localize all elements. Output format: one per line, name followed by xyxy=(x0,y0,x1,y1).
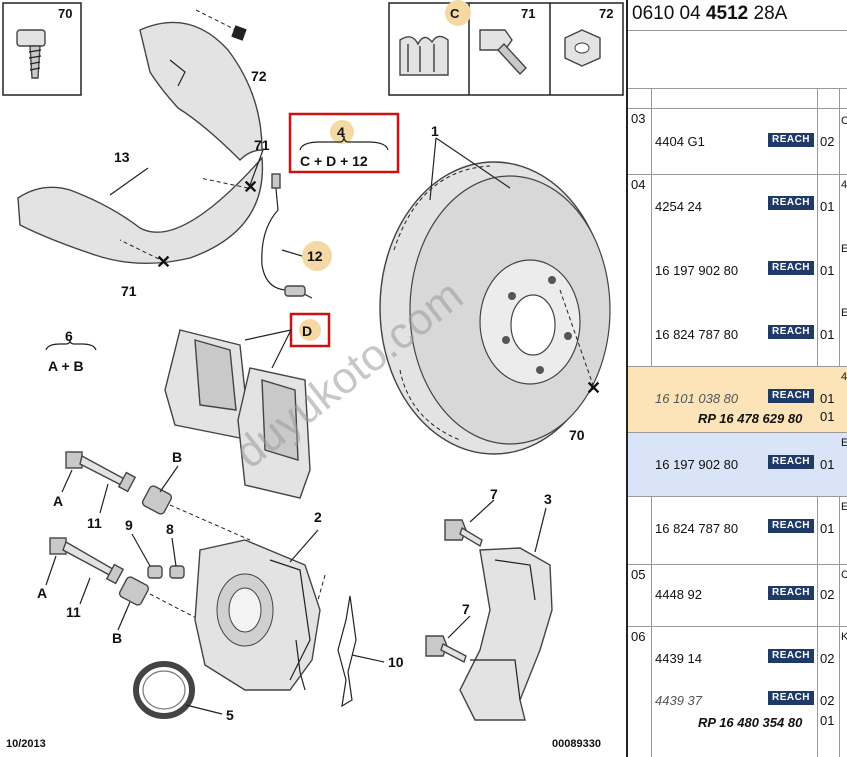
callout-1: 1 xyxy=(431,123,439,139)
callout-9: 9 xyxy=(125,517,133,533)
reach-badge: REACH xyxy=(768,586,814,600)
reach-badge: REACH xyxy=(768,649,814,663)
highlight-circle xyxy=(445,0,471,26)
reach-badge: REACH xyxy=(768,455,814,469)
reach-badge: REACH xyxy=(768,196,814,210)
callout-b-upper: B xyxy=(172,449,182,465)
backing-plate-upper[interactable] xyxy=(139,21,263,161)
callout-7-upper: 7 xyxy=(490,486,498,502)
table-row[interactable]: 05 4448 92 REACH 02 C xyxy=(628,564,847,626)
callout-7-lower: 7 xyxy=(462,601,470,617)
callout-d: D xyxy=(302,323,312,339)
svg-text:✕: ✕ xyxy=(586,378,601,398)
callout-c: C xyxy=(450,6,460,21)
reach-badge: REACH xyxy=(768,261,814,275)
callout-70-right: 70 xyxy=(569,427,585,443)
reach-badge: REACH xyxy=(768,325,814,339)
callout-72-top: 72 xyxy=(599,6,613,21)
table-row[interactable]: 03 4404 G1 REACH 02 C xyxy=(628,108,847,174)
svg-text:✕: ✕ xyxy=(243,177,258,197)
callout-71-top: 71 xyxy=(521,6,535,21)
kit-6-content: A + B xyxy=(48,358,84,374)
caliper-bracket[interactable] xyxy=(459,547,553,721)
part-box-70[interactable] xyxy=(2,2,82,96)
reach-badge: REACH xyxy=(768,389,814,403)
table-row[interactable]: 04 4254 24 REACH 01 4 16 197 902 80 REAC… xyxy=(628,174,847,366)
nut-icon xyxy=(564,29,601,67)
callout-11-lower: 11 xyxy=(66,604,81,620)
svg-text:✕: ✕ xyxy=(156,252,171,272)
callout-12: 12 xyxy=(307,248,323,264)
reference-number: 0610 04 4512 28A xyxy=(628,0,847,31)
callout-a-lower: A xyxy=(37,585,47,601)
callout-b-lower: B xyxy=(112,630,122,646)
callout-2: 2 xyxy=(314,509,322,525)
exploded-view: ✕ ✕ ✕ xyxy=(2,0,624,750)
table-header-row xyxy=(628,88,847,108)
callout-4: 4 xyxy=(337,124,345,140)
reach-badge: REACH xyxy=(768,133,814,147)
table-row-highlighted[interactable]: 16 101 038 80 REACH 01 4 RP 16 478 629 8… xyxy=(628,366,847,432)
kit-4-content: C + D + 12 xyxy=(300,153,368,169)
callout-8: 8 xyxy=(166,521,174,537)
reach-badge: REACH xyxy=(768,691,814,705)
clip-icon xyxy=(399,35,449,76)
callout-10: 10 xyxy=(388,654,404,670)
callout-70-top: 70 xyxy=(58,6,72,21)
table-row-selected[interactable]: 16 197 902 80 REACH 01 E xyxy=(628,432,847,496)
screw-icon xyxy=(16,29,46,79)
reach-badge: REACH xyxy=(768,519,814,533)
callout-11-upper: 11 xyxy=(87,515,102,531)
brake-disc[interactable] xyxy=(379,161,611,455)
guide-pins[interactable] xyxy=(49,451,251,621)
table-row[interactable]: 06 4439 14 REACH 02 K 4439 37 REACH 02 R… xyxy=(628,626,847,757)
callout-5: 5 xyxy=(226,707,234,723)
parts-panel: 0610 04 4512 28A 03 4404 G1 REACH 02 C 0… xyxy=(628,0,847,757)
caliper[interactable] xyxy=(194,539,321,691)
parts-diagram: ✕ ✕ ✕ xyxy=(2,0,628,757)
footer-ref: 00089330 xyxy=(552,738,601,750)
kit-box-4[interactable] xyxy=(288,112,400,174)
backing-plate-lower[interactable] xyxy=(17,156,264,264)
callout-71-lower: 71 xyxy=(121,283,137,299)
callout-72: 72 xyxy=(251,68,267,84)
callout-71-upper: 71 xyxy=(254,137,270,153)
brake-pads[interactable] xyxy=(164,329,311,499)
table-row[interactable]: 16 824 787 80 REACH 01 E xyxy=(628,496,847,564)
callout-a-upper: A xyxy=(53,493,63,509)
callout-6: 6 xyxy=(65,328,73,344)
footer-date: 10/2013 xyxy=(6,738,46,750)
callout-3: 3 xyxy=(544,491,552,507)
callout-13: 13 xyxy=(114,149,130,165)
bolt-icon xyxy=(479,29,527,76)
callout-labels: 70 72 C 71 72 13 71 71 4 C + D + 12 1 12… xyxy=(37,6,613,723)
